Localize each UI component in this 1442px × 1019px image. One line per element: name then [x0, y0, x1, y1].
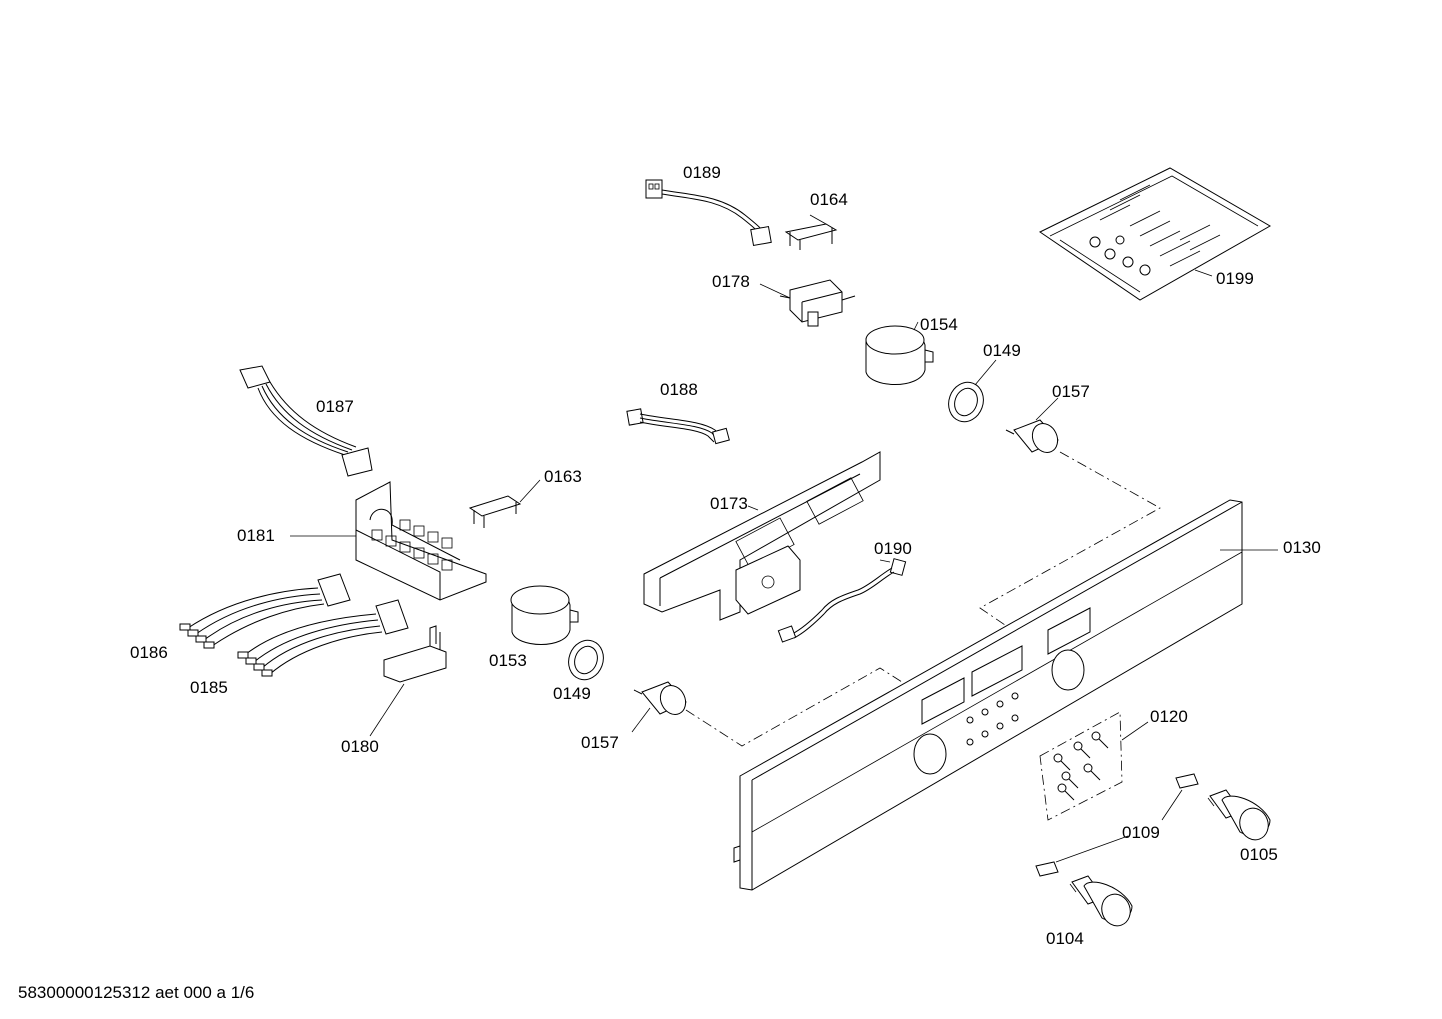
part-0188-ribbon-cable[interactable]	[626, 408, 730, 445]
part-0104-knob[interactable]	[1069, 875, 1135, 930]
part-0178-switch[interactable]	[759, 279, 856, 327]
label-0164: 0164	[810, 190, 848, 209]
label-0199: 0199	[1216, 269, 1254, 288]
label-0153: 0153	[489, 651, 527, 670]
part-0190-harness[interactable]	[777, 558, 907, 643]
label-0130: 0130	[1283, 538, 1321, 557]
part-0149-ring-upper[interactable]	[943, 359, 997, 427]
part-0120-screws[interactable]	[1039, 711, 1149, 821]
label-0186: 0186	[130, 643, 168, 662]
part-0163-clip[interactable]	[468, 479, 541, 528]
label-0180: 0180	[341, 737, 379, 756]
part-0181-terminal-block[interactable]	[290, 481, 487, 601]
part-0164-clip[interactable]	[784, 214, 838, 250]
label-0190: 0190	[874, 539, 912, 558]
part-0186-wires[interactable]	[179, 573, 351, 649]
label-0178: 0178	[712, 272, 750, 291]
label-0163: 0163	[544, 467, 582, 486]
label-0104: 0104	[1046, 929, 1084, 948]
label-0188: 0188	[660, 380, 698, 399]
part-0154-housing[interactable]	[865, 321, 934, 385]
part-0180-bracket[interactable]	[369, 625, 447, 737]
part-0109-insert[interactable]	[1035, 773, 1199, 877]
part-0173-bracket[interactable]	[643, 451, 881, 621]
part-labels: 0189 0164 0178 0199 0154 0149 0157 0187 …	[130, 163, 1321, 948]
label-0109: 0109	[1122, 823, 1160, 842]
part-0153-housing[interactable]	[510, 585, 579, 645]
label-0173: 0173	[710, 494, 748, 513]
part-0199-screw-bag[interactable]	[1039, 167, 1272, 301]
drawing-number: 58300000125312 aet 000 a 1/6	[18, 983, 254, 1002]
label-0105: 0105	[1240, 845, 1278, 864]
part-0149-ring-lower[interactable]	[563, 635, 609, 684]
label-0154: 0154	[920, 315, 958, 334]
label-0185: 0185	[190, 678, 228, 697]
label-0157-upper: 0157	[1052, 382, 1090, 401]
part-0157-shaft-upper[interactable]	[979, 397, 1161, 626]
part-0185-wires[interactable]	[237, 599, 409, 677]
part-0187-harness[interactable]	[239, 365, 373, 477]
part-0189-harness[interactable]	[645, 179, 772, 247]
part-0157-shaft-lower[interactable]	[631, 667, 903, 747]
part-0105-knob[interactable]	[1207, 789, 1273, 844]
label-0157-lower: 0157	[581, 733, 619, 752]
label-0181: 0181	[237, 526, 275, 545]
label-0120: 0120	[1150, 707, 1188, 726]
label-0149-upper: 0149	[983, 341, 1021, 360]
label-0187: 0187	[316, 397, 354, 416]
label-0189: 0189	[683, 163, 721, 182]
part-0130-control-panel[interactable]	[733, 499, 1278, 891]
label-0149-lower: 0149	[553, 684, 591, 703]
